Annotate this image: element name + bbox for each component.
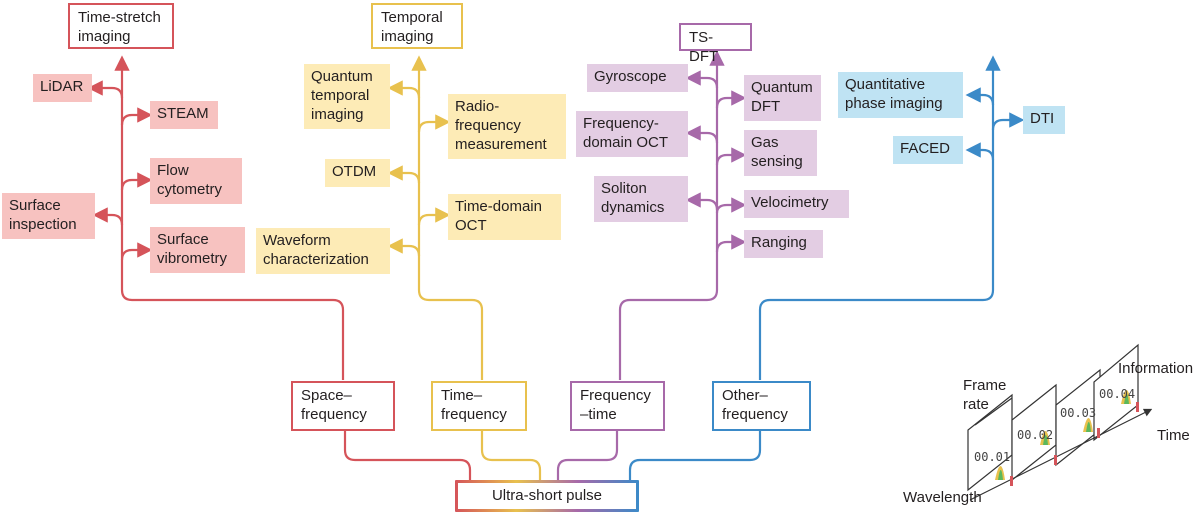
branch-time-frequency: Time– frequency (431, 381, 527, 431)
inset-spectra (995, 390, 1139, 486)
item-soliton-dynamics: Soliton dynamics (594, 176, 688, 222)
item-quantum-temporal-imaging: Quantum temporal imaging (304, 64, 390, 129)
item-ranging: Ranging (744, 230, 823, 258)
item-velocimetry: Velocimetry (744, 190, 849, 218)
item-flow-cytometry: Flow cytometry (150, 158, 242, 204)
inset-frame-rate-label: Frame rate (963, 377, 1007, 413)
item-otdm: OTDM (325, 159, 390, 187)
inset-wavelength-label: Wavelength (903, 489, 982, 506)
inset-timestamp-2: 00.02 (1017, 428, 1054, 442)
item-gyroscope: Gyroscope (587, 64, 688, 92)
branch-frequency-time: Frequency –time (570, 381, 665, 431)
item-gas-sensing: Gas sensing (744, 130, 817, 176)
item-surface-vibrometry: Surface vibrometry (150, 227, 245, 273)
item-lidar: LiDAR (33, 74, 92, 102)
item-dti: DTI (1023, 106, 1065, 134)
item-frequency-domain-oct: Frequency- domain OCT (576, 111, 688, 157)
inset-timestamp-3: 00.03 (1060, 406, 1097, 420)
item-surface-inspection: Surface inspection (2, 193, 95, 239)
root-ultra-short-pulse: Ultra-short pulse (455, 480, 639, 512)
category-temporal-imaging: Temporal imaging (371, 3, 463, 49)
item-faced: FACED (893, 136, 963, 164)
branch-other-frequency: Other– frequency (712, 381, 811, 431)
item-steam: STEAM (150, 101, 218, 129)
item-time-domain-oct: Time-domain OCT (448, 194, 561, 240)
category-ts-dft: TS-DFT (679, 23, 752, 65)
item-waveform-characterization: Waveform characterization (256, 228, 390, 274)
category-time-stretch-imaging: Time-stretch imaging (68, 3, 174, 49)
branch-space-frequency: Space– frequency (291, 381, 395, 431)
inset-frames (967, 343, 1153, 501)
inset-timestamp-1: 00.01 (974, 450, 1011, 464)
inset-timestamp-4: 00.04 (1099, 387, 1136, 401)
item-radio-frequency-measurement: Radio- frequency measurement (448, 94, 566, 159)
item-quantitative-phase-imaging: Quantitative phase imaging (838, 72, 963, 118)
item-quantum-dft: Quantum DFT (744, 75, 821, 121)
inset-information-label: Information (1118, 360, 1194, 377)
inset-time-label: Time (1157, 427, 1190, 444)
